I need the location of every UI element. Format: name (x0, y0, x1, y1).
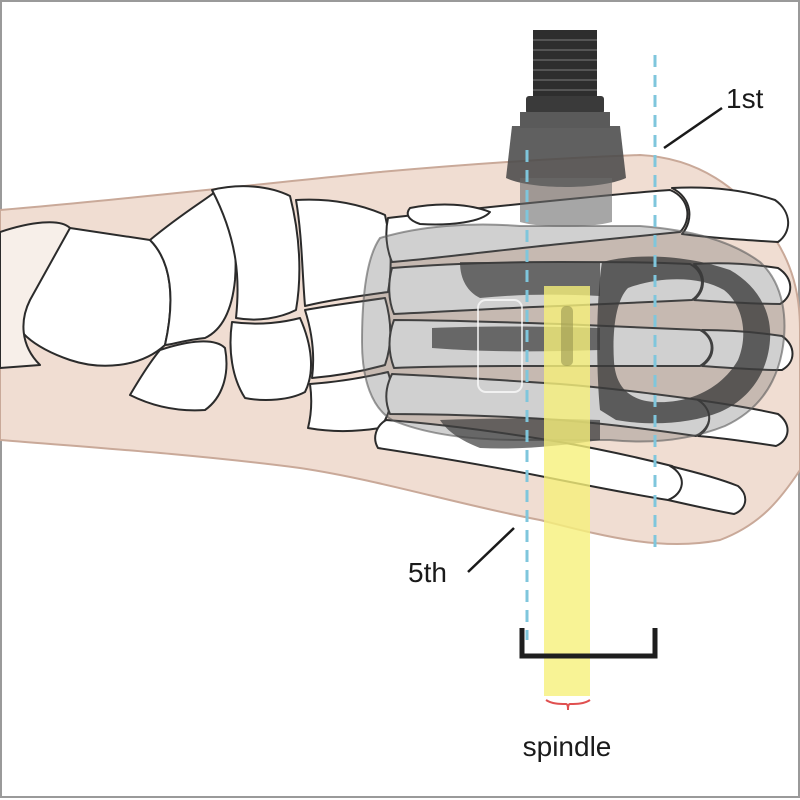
label-spindle: spindle (523, 731, 612, 762)
spindle-slot (561, 306, 573, 366)
phalanx-1 (671, 186, 790, 243)
leader-line-first (663, 106, 723, 150)
pedal-axle (506, 30, 626, 227)
axle-shaft (520, 178, 612, 227)
heel-back-bone (0, 221, 71, 369)
leader-line-fifth (467, 527, 515, 573)
navicular-bone (211, 185, 301, 321)
spindle-brace (545, 699, 591, 711)
sesamoid-bone (406, 203, 491, 226)
axle-thread-lines (533, 39, 597, 91)
axle-nut (506, 126, 626, 187)
phalanx-5 (667, 465, 747, 515)
label-first-metatarsal: 1st (726, 83, 764, 114)
talus-bone (149, 191, 237, 346)
label-fifth-metatarsal: 5th (408, 557, 447, 588)
talus-lower-bone (129, 340, 228, 412)
intermediate-cuneiform-bone (304, 297, 392, 379)
pedal-cage (597, 256, 771, 424)
axle-collar (526, 96, 604, 114)
cuboid-bone (229, 317, 312, 401)
spindle-bracket (519, 628, 658, 659)
pedal-window (477, 299, 523, 393)
axle-neck (520, 112, 610, 128)
